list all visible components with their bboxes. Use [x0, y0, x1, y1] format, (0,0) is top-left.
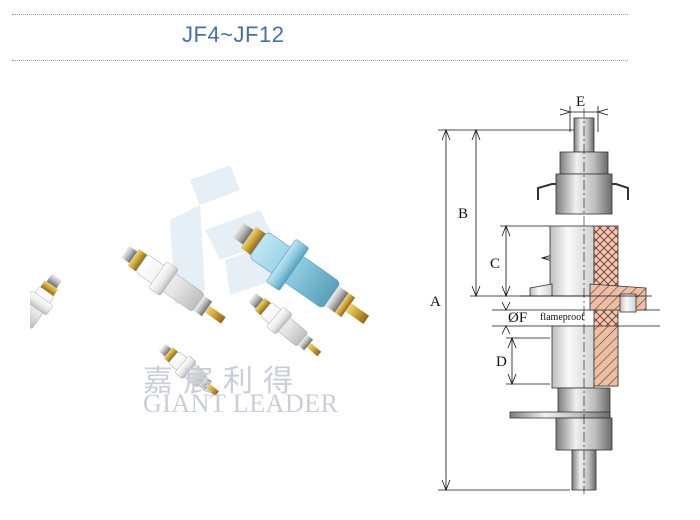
terminal-white-medium — [121, 245, 226, 324]
dimension-d — [506, 336, 550, 386]
page-title: JF4~JF12 — [182, 22, 285, 47]
terminal-white-small-1 — [30, 273, 63, 329]
terminal-white-small-2 — [248, 292, 322, 357]
dimension-e-label: E — [576, 94, 585, 110]
watermark-chinese: 嘉宸利得 — [143, 364, 303, 399]
terminal-blue-large — [231, 221, 370, 324]
terminal-white-small-3 — [158, 343, 220, 397]
dimension-a — [438, 128, 580, 492]
dimension-c-label: C — [490, 256, 500, 272]
bottom-divider — [12, 60, 628, 61]
dimension-d-label: D — [496, 354, 507, 370]
flameproof-label: flameproof — [540, 312, 585, 323]
dimension-f-label: ØF — [508, 310, 527, 326]
dimension-a-label: A — [430, 294, 441, 310]
dimension-c — [500, 224, 550, 298]
top-divider — [12, 14, 628, 15]
dimension-drawing: A B C D E ØF — [430, 94, 660, 494]
dimension-b-label: B — [458, 206, 468, 222]
product-photo — [30, 165, 370, 397]
terminal-cross-section — [509, 117, 652, 491]
watermark-english: GIANT LEADER — [143, 389, 339, 418]
dimension-b — [470, 128, 540, 298]
